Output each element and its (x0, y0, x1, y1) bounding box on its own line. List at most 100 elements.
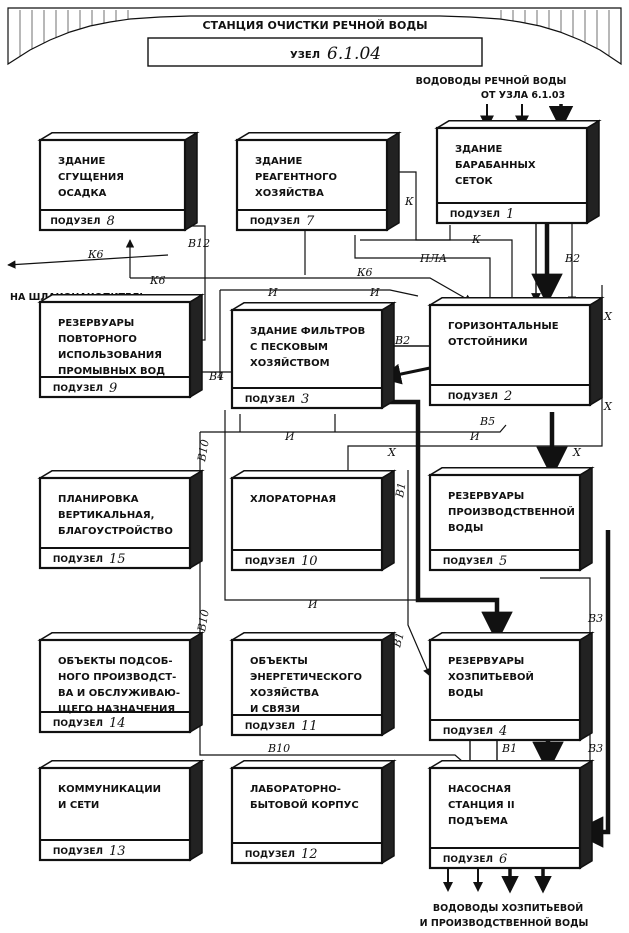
outflow-label-line1: ВОДОВОДЫ ХОЗПИТЬЕВОЙ (433, 902, 583, 914)
label-pla: ПЛА (419, 252, 447, 265)
block-subnode-number: 4 (498, 724, 507, 739)
block-front-face (230, 638, 384, 737)
label-k-a: К (404, 195, 414, 208)
block-title-line: ПЛАНИРОВКА (58, 494, 139, 505)
label-k-b: К (471, 233, 481, 246)
block-subnode-label: ПОДУЗЕЛ (250, 217, 300, 227)
label-k6-a: К6 (87, 248, 104, 261)
block-subnode-label: ПОДУЗЕЛ (450, 210, 500, 220)
block-title-line: ЗДАНИЕ (255, 156, 302, 167)
block-title-line: ЩЕГО НАЗНАЧЕНИЯ (58, 704, 175, 715)
block-subnode-label: ПОДУЗЕЛ (245, 850, 295, 860)
label-i-c: И (284, 430, 295, 443)
block-front-face (428, 766, 582, 870)
block-subnode-label: ПОДУЗЕЛ (53, 847, 103, 857)
block-title-line: ЗДАНИЕ (58, 156, 105, 167)
block-subnode-14: ОБЪЕКТЫ ПОДСОБ-НОГО ПРОИЗВОДСТ-ВА И ОБСЛ… (37, 631, 205, 734)
block-subnode-label: ПОДУЗЕЛ (443, 557, 493, 567)
block-subnode-label: ПОДУЗЕЛ (448, 392, 498, 402)
block-subnode-9: РЕЗЕРВУАРЫПОВТОРНОГОИСПОЛЬЗОВАНИЯПРОМЫВН… (37, 293, 205, 399)
block-side-face (579, 631, 593, 742)
block-subnode-number: 8 (107, 214, 115, 229)
label-k6-b: К6 (149, 274, 166, 287)
block-side-face (579, 759, 593, 870)
block-subnode-number: 5 (499, 554, 507, 569)
block-title-line: ПОВТОРНОГО (58, 334, 137, 345)
block-front-face (428, 638, 582, 742)
block-title-line: БЛАГОУСТРОЙСТВО (58, 524, 173, 537)
block-subnode-label: ПОДУЗЕЛ (443, 727, 493, 737)
block-side-face (189, 293, 203, 399)
block-title-line: БЫТОВОЙ КОРПУС (250, 798, 359, 811)
block-front-face (235, 138, 389, 232)
block-title-line: ОТСТОЙНИКИ (448, 335, 528, 348)
label-x-b: Х (603, 400, 613, 413)
block-side-face (381, 631, 395, 737)
block-side-face (386, 131, 400, 232)
block-title-line: НОГО ПРОИЗВОДСТ- (58, 672, 176, 683)
label-b5: В5 (479, 415, 495, 428)
block-subnode-number: 2 (503, 389, 512, 404)
block-side-face (381, 759, 395, 865)
block-side-face (189, 631, 203, 734)
block-title-line: ХОЗЯЙСТВОМ (250, 356, 330, 369)
label-i-b: И (369, 286, 380, 299)
block-side-face (189, 469, 203, 570)
label-b3-a: В3 (587, 612, 603, 625)
label-b10-c: В10 (267, 742, 290, 755)
header-node-prefix: УЗЕЛ (290, 50, 320, 61)
label-b3-b: В3 (587, 742, 603, 755)
label-i-d: И (469, 430, 480, 443)
label-x-d: Х (387, 446, 397, 459)
block-title-line: ПОДЪЕМА (448, 816, 508, 827)
outflow-arrows (443, 868, 552, 894)
blocks-layer: ЗДАНИЕ СГУЩЕНИЯ ОСАДКА ПОДУЗЕЛ 8 ЗДАНИЕ РЕАГЕН… (37, 119, 605, 870)
block-subnode-label: ПОДУЗЕЛ (245, 395, 295, 405)
block-title-line: ЗДАНИЕ (455, 144, 502, 155)
label-x-a: Х (603, 310, 613, 323)
block-title-line: И СВЯЗИ (250, 704, 300, 715)
block-title-line: СТАНЦИЯ II (448, 800, 515, 811)
block-front-face (38, 476, 192, 570)
block-side-face (589, 296, 603, 407)
block-subnode-number: 9 (109, 381, 117, 396)
block-subnode-number: 14 (109, 716, 126, 731)
block-title-line: ХОЗЯЙСТВА (255, 186, 324, 199)
block-title-line: ПРОМЫВНЫХ ВОД (58, 366, 165, 377)
block-subnode-number: 13 (109, 844, 126, 859)
block-title-line: ВОДЫ (448, 523, 483, 534)
block-front-face (38, 300, 192, 399)
block-front-face (230, 766, 384, 865)
connection-lines (7, 171, 611, 848)
block-title-line: ОСАДКА (58, 188, 107, 199)
block-front-face (230, 308, 384, 410)
block-front-face (428, 303, 592, 407)
block-subnode-number: 12 (301, 847, 318, 862)
block-front-face (428, 473, 582, 572)
block-title-line: ИСПОЛЬЗОВАНИЯ (58, 350, 162, 361)
block-title-line: ВА И ОБСЛУЖИВАЮ- (58, 688, 180, 699)
block-side-face (579, 466, 593, 572)
block-title-line: СГУЩЕНИЯ (58, 172, 124, 183)
block-title-line: ОБЪЕКТЫ (250, 656, 308, 667)
block-title-line: РЕАГЕНТНОГО (255, 172, 337, 183)
block-title-line: ХЛОРАТОРНАЯ (250, 494, 336, 505)
block-title-line: КОММУНИКАЦИИ (58, 784, 161, 795)
block-subnode-number: 11 (301, 719, 318, 734)
inflow-label-line1: ВОДОВОДЫ РЕЧНОЙ ВОДЫ (416, 75, 567, 87)
label-b10-a: В10 (195, 439, 212, 464)
block-title-line: БАРАБАННЫХ (455, 160, 536, 171)
label-b1-c: В1 (501, 742, 517, 755)
block-title-line: И СЕТИ (58, 800, 99, 811)
block-subnode-label: ПОДУЗЕЛ (53, 719, 103, 729)
block-subnode-label: ПОДУЗЕЛ (245, 722, 295, 732)
block-title-line: ПРОИЗВОДСТВЕННОЙ (448, 505, 575, 518)
